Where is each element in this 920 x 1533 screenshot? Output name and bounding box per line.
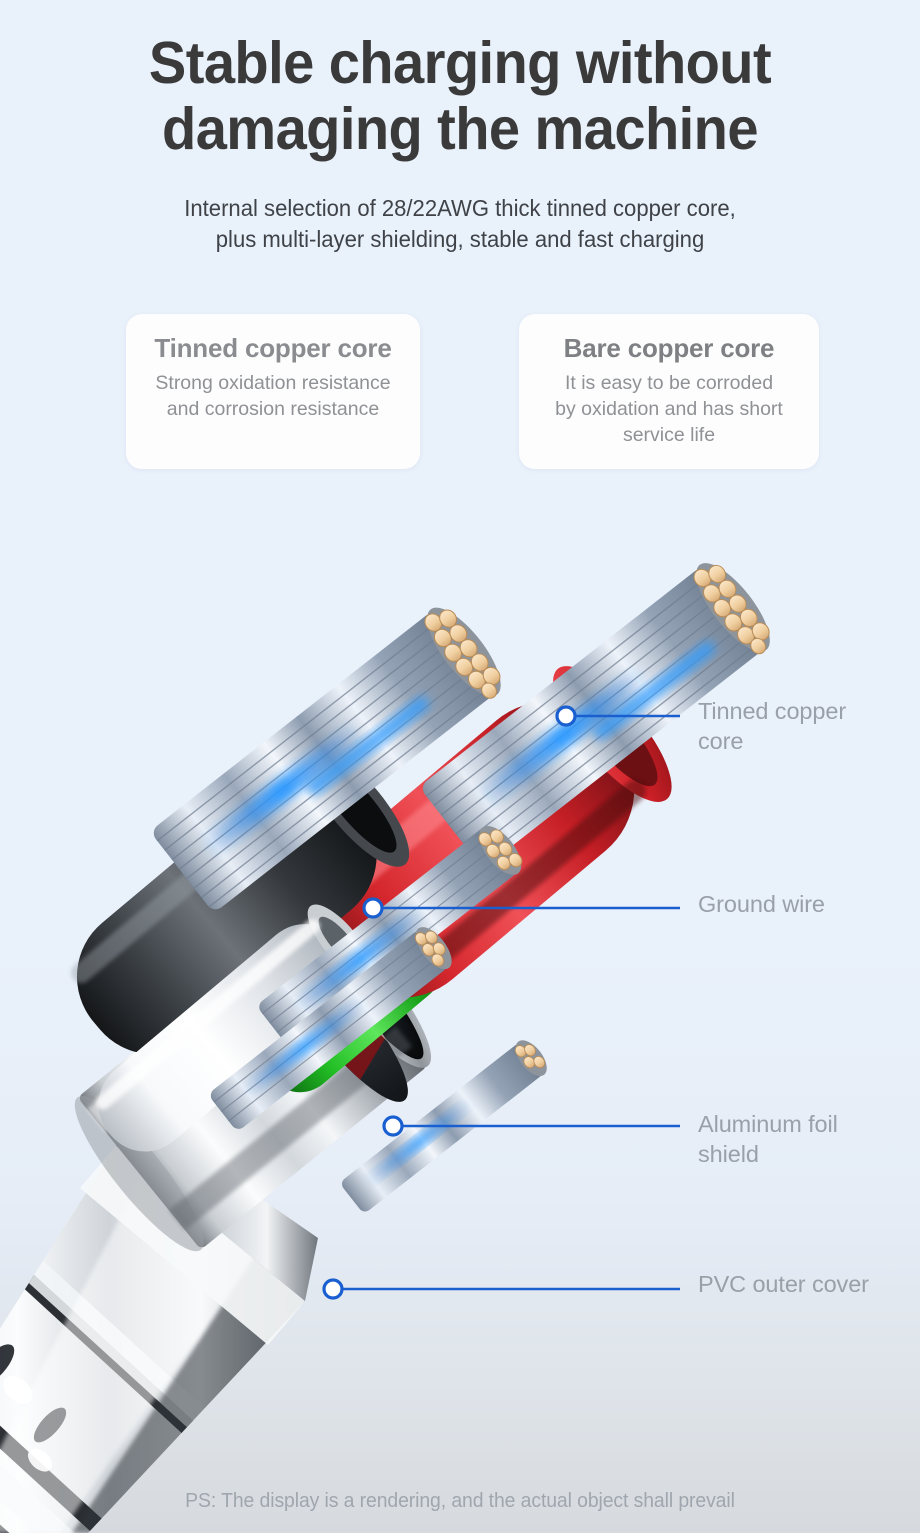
card-desc-line-2: and corrosion resistance: [166, 398, 380, 420]
card-title: Bare copper core: [563, 333, 775, 363]
card-description: It is easy to be corroded by oxidation a…: [519, 370, 819, 449]
callout-label: PVC outer cover: [698, 1271, 869, 1297]
copper-strand-tip: [414, 927, 452, 970]
card-tinned-copper-core: Tinned copper core Strong oxidation resi…: [126, 314, 420, 469]
page-title: Stable charging without damaging the mac…: [23, 30, 897, 162]
card-bare-copper-core: Bare copper core It is easy to be corrod…: [519, 314, 819, 469]
title-line-1: Stable charging without: [148, 30, 772, 96]
callout-label: Ground wire: [698, 891, 825, 917]
card-desc-line-3: service life: [622, 424, 716, 447]
card-title: Tinned copper core: [154, 333, 392, 363]
conductor-bundle-lower-small: [210, 927, 452, 1129]
callout-line-aluminum-foil-shield: [382, 1115, 680, 1137]
title-line-2: damaging the machine: [162, 96, 759, 163]
callout-label: Tinned copper core: [698, 698, 847, 754]
copper-strand-tip: [478, 825, 523, 875]
page-subtitle: Internal selection of 28/22AWG thick tin…: [18, 193, 901, 255]
card-desc-line-2: by oxidation and has short: [555, 398, 783, 420]
card-desc-line-1: It is easy to be corroded: [564, 371, 774, 394]
copper-strand-tip: [424, 607, 501, 699]
card-description: Strong oxidation resistance and corrosio…: [126, 370, 420, 423]
pvc-outer-cover-body: [0, 1146, 305, 1533]
disclaimer-note: PS: The display is a rendering, and the …: [185, 1490, 735, 1512]
subtitle-line-1: Internal selection of 28/22AWG thick tin…: [184, 195, 736, 221]
conductor-bundle-ground-small: [342, 1040, 547, 1212]
callout-line-pvc-outer-cover: [322, 1278, 680, 1300]
conductor-bundle-mid-small: [259, 825, 523, 1047]
callout-label: Aluminum foil shield: [698, 1111, 838, 1167]
subtitle-line-2: plus multi-layer shielding, stable and f…: [215, 226, 705, 253]
comparison-cards: Tinned copper core Strong oxidation resi…: [0, 314, 920, 474]
callout-leaders: [322, 705, 680, 1300]
copper-strand-tip: [693, 563, 770, 655]
callout-line-ground-wire: [362, 897, 680, 919]
conductor-bundle-left-large: [153, 607, 501, 910]
card-desc-line-1: Strong oxidation resistance: [155, 371, 391, 394]
copper-strand-tip: [514, 1040, 547, 1077]
callout-line-tinned-copper-core: [555, 705, 680, 727]
cable-cutaway-illustration: [0, 563, 770, 1533]
